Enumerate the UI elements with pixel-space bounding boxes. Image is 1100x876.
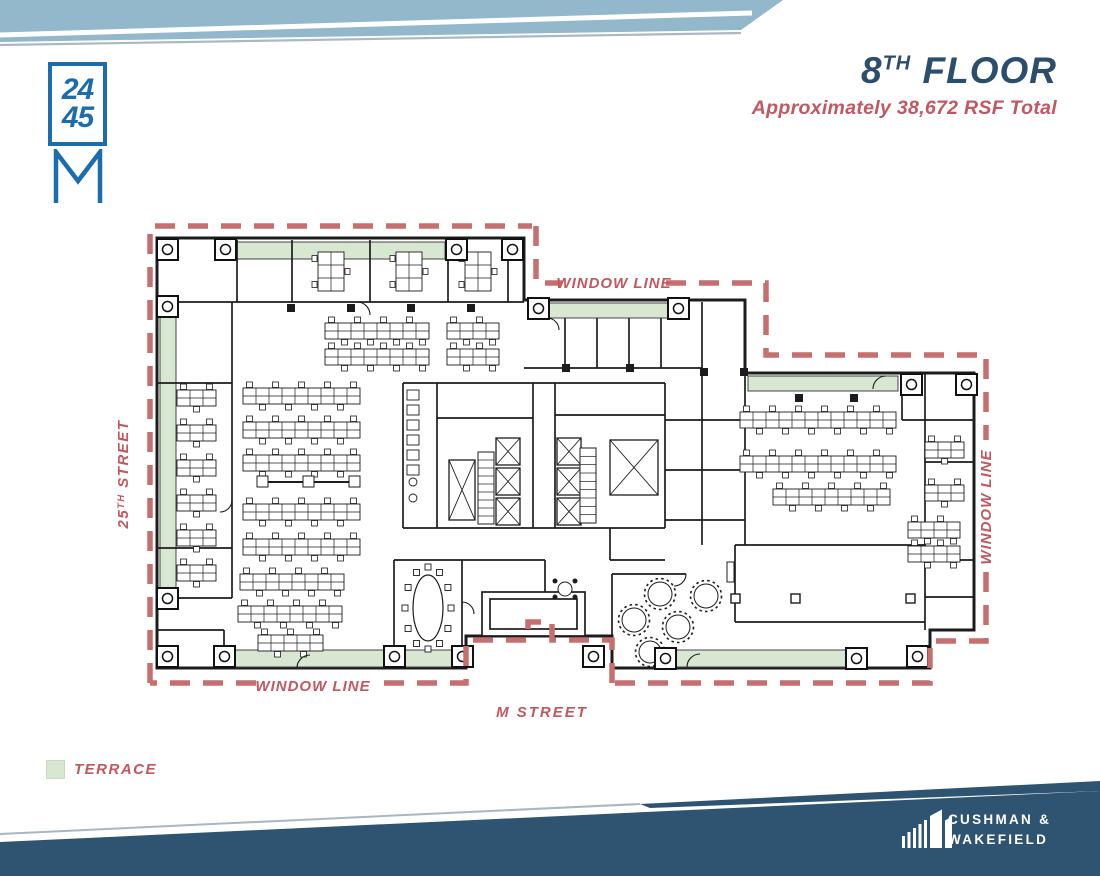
restroom-fixtures — [406, 389, 420, 503]
pilasters — [156, 238, 978, 670]
building-logo: 24 45 — [48, 62, 108, 205]
logo-24: 24 — [61, 73, 94, 107]
structural-columns — [287, 304, 916, 604]
tables — [401, 563, 723, 668]
door-arcs — [219, 301, 887, 669]
logo-2445-box: 24 45 — [48, 62, 107, 146]
svg-text:25TH STREET: 25TH STREET — [115, 419, 132, 529]
stairs — [477, 447, 597, 525]
plan-labels: WINDOW LINE WINDOW LINE WINDOW LINE 25TH ST… — [115, 275, 995, 721]
footer-band — [0, 781, 1100, 876]
title-block: 8TH FLOOR Approximately 38,672 RSF Total — [752, 50, 1057, 120]
logo-45: 45 — [61, 101, 94, 134]
terraces — [159, 241, 899, 668]
floor-ordinal: TH — [882, 52, 912, 75]
svg-text:WINDOW LINE: WINDOW LINE — [255, 678, 370, 695]
cw-line2: WAKEFIELD — [948, 831, 1049, 847]
floor-word: FLOOR — [911, 50, 1057, 91]
interior-walls — [157, 240, 974, 668]
page-title: 8TH FLOOR — [752, 50, 1057, 92]
terrace-legend: TERRACE — [46, 760, 157, 779]
desk-clusters — [176, 251, 965, 658]
floor-number: 8 — [860, 50, 883, 91]
svg-text:WINDOW LINE: WINDOW LINE — [978, 449, 995, 564]
window-line — [147, 223, 989, 686]
rsf-subtitle: Approximately 38,672 RSF Total — [751, 97, 1057, 119]
m-glyph-icon — [53, 149, 103, 203]
header-band — [0, 0, 783, 47]
logo-m-letter — [48, 149, 108, 205]
cw-line1: CUSHMAN & — [948, 812, 1052, 827]
elevator-core — [448, 437, 659, 526]
cushman-wakefield-wordmark: CUSHMAN & WAKEFIELD — [948, 810, 1051, 849]
svg-text:M STREET: M STREET — [496, 704, 588, 721]
svg-text:WINDOW LINE: WINDOW LINE — [556, 275, 671, 292]
terrace-swatch — [46, 760, 65, 779]
cushman-wakefield-icon — [902, 809, 952, 848]
terrace-label: TERRACE — [74, 761, 158, 778]
